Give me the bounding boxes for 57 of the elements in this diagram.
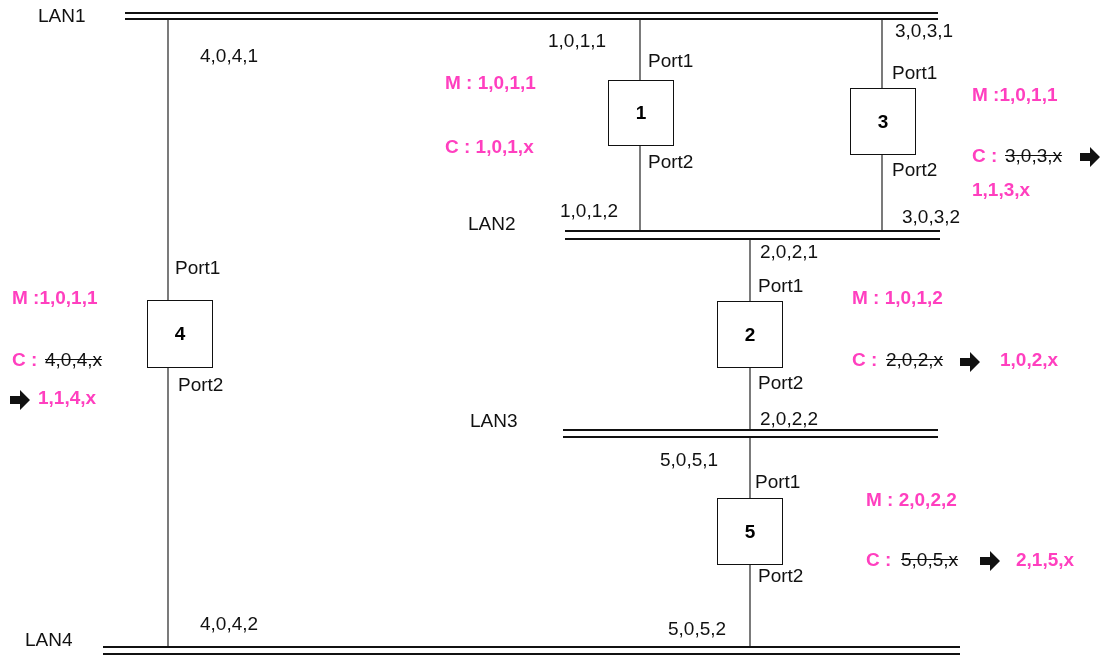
bridge-box: 1 — [608, 80, 674, 146]
connector-line — [639, 145, 641, 231]
connector-line — [881, 19, 883, 89]
lan-label: LAN4 — [25, 630, 73, 651]
table-entry-label: C : 1,0,1,x — [445, 137, 534, 158]
table-entry-label: C : — [972, 146, 998, 167]
struck-value: 2,0,2,x — [886, 350, 944, 371]
lan-label: LAN3 — [470, 411, 518, 432]
connector-line — [749, 239, 751, 302]
address-label: 3,0,3,2 — [902, 207, 961, 228]
table-entry-label: M : 1,0,1,2 — [852, 288, 943, 309]
struck-value: 5,0,5,x — [901, 550, 959, 571]
lan-label: LAN1 — [38, 6, 86, 27]
address-label: 5,0,5,2 — [668, 619, 727, 640]
table-entry-label: 1,1,4,x — [38, 388, 97, 409]
port-label: Port1 — [648, 51, 694, 72]
connector-line — [881, 154, 883, 231]
address-label: 5,0,5,1 — [660, 450, 719, 471]
table-entry-label: 2,1,5,x — [1016, 550, 1075, 571]
connector-line — [639, 19, 641, 81]
connector-line — [749, 564, 751, 647]
port-label: Port1 — [175, 258, 221, 279]
bridge-box: 4 — [147, 300, 213, 368]
bridge-box: 5 — [717, 498, 783, 565]
connector-line — [749, 437, 751, 499]
port-label: Port2 — [758, 373, 804, 394]
port-label: Port1 — [758, 276, 804, 297]
port-label: Port2 — [758, 566, 804, 587]
address-label: 4,0,4,1 — [200, 46, 259, 67]
table-entry-label: C : — [852, 350, 878, 371]
connector-line — [167, 367, 169, 647]
table-entry-label: C : — [866, 550, 892, 571]
bridge-box: 3 — [850, 88, 916, 155]
address-label: 1,0,1,1 — [548, 31, 607, 52]
port-label: Port1 — [755, 472, 801, 493]
address-label: 1,0,1,2 — [560, 201, 619, 222]
struck-value: 3,0,3,x — [1005, 146, 1063, 167]
address-label: 2,0,2,1 — [760, 242, 819, 263]
table-entry-label: M : 1,0,1,1 — [445, 73, 536, 94]
port-label: Port2 — [648, 152, 694, 173]
address-label: 3,0,3,1 — [895, 21, 954, 42]
bridge-box: 2 — [717, 301, 783, 368]
table-entry-label: M :1,0,1,1 — [12, 288, 98, 309]
port-label: Port1 — [892, 63, 938, 84]
table-entry-label: M : 2,0,2,2 — [866, 490, 957, 511]
struck-value: 4,0,4,x — [45, 350, 103, 371]
table-entry-label: 1,0,2,x — [1000, 350, 1059, 371]
lan-label: LAN2 — [468, 214, 516, 235]
address-label: 2,0,2,2 — [760, 409, 819, 430]
table-entry-label: C : — [12, 350, 38, 371]
connector-line — [167, 19, 169, 301]
address-label: 4,0,4,2 — [200, 614, 259, 635]
port-label: Port2 — [178, 375, 224, 396]
port-label: Port2 — [892, 160, 938, 181]
table-entry-label: 1,1,3,x — [972, 180, 1031, 201]
table-entry-label: M :1,0,1,1 — [972, 85, 1058, 106]
connector-line — [749, 367, 751, 430]
